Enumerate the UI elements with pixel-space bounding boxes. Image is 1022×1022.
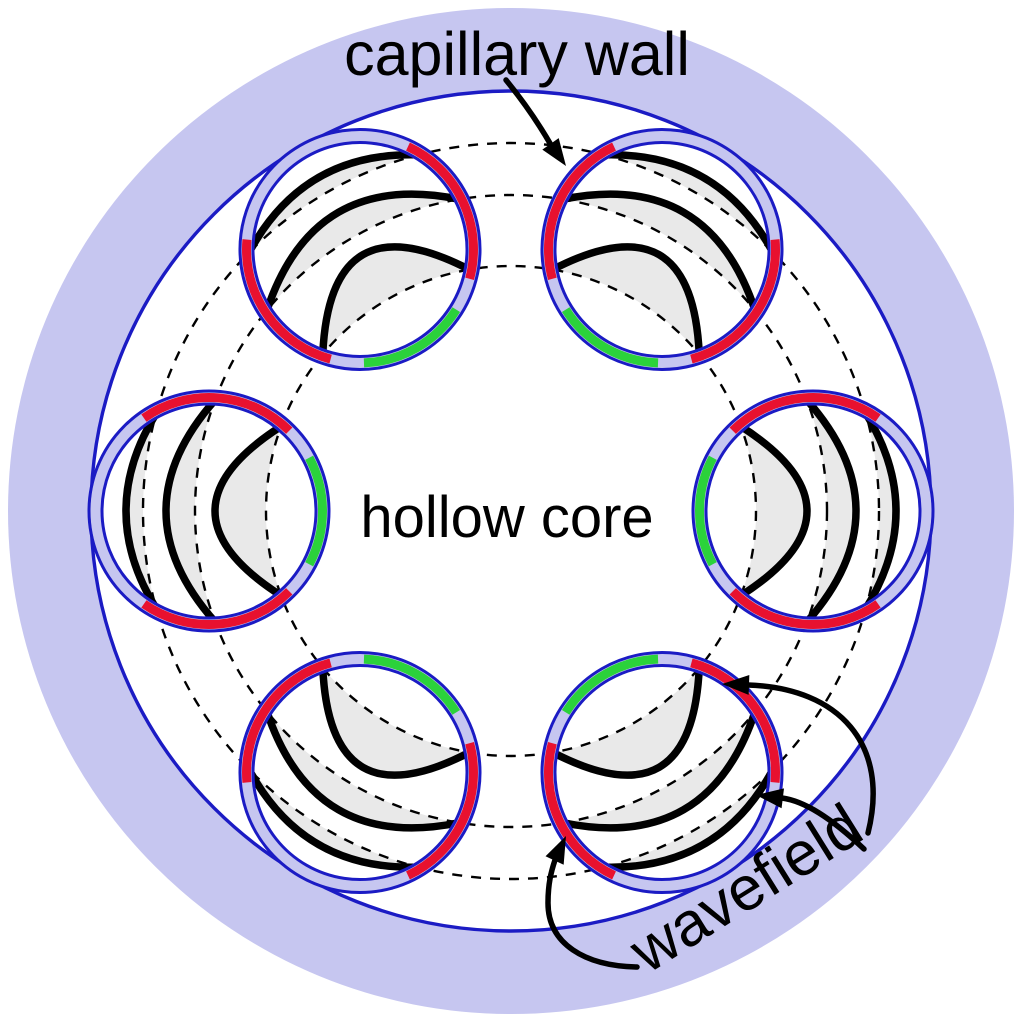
capillary-crescent-group bbox=[249, 667, 470, 868]
wavefield-crescent bbox=[249, 769, 419, 868]
capillary-outer-blue-circle bbox=[540, 127, 784, 371]
capillary-wall-red-arc bbox=[690, 658, 780, 783]
capillary-crescent-group bbox=[552, 667, 773, 868]
wavefront-arc bbox=[319, 243, 473, 358]
capillary-outer-blue-circle bbox=[691, 389, 935, 633]
dashed-circle bbox=[141, 141, 881, 881]
wavefield-crescent bbox=[552, 667, 700, 776]
capillary-outer-blue-circle bbox=[238, 651, 482, 895]
capillary-wall-arrow-shaft bbox=[503, 77, 554, 148]
dashed-circle bbox=[264, 264, 758, 758]
capillary-wall-green-arc bbox=[561, 307, 659, 368]
dashed-reference-circles bbox=[141, 141, 881, 881]
wavefield-crescent bbox=[267, 194, 459, 311]
capillary-wall-arrow-head bbox=[542, 138, 566, 166]
capillary-outer-blue-circle bbox=[540, 651, 784, 895]
wavefront-arc bbox=[549, 664, 703, 779]
capillary-wall-green-arc bbox=[305, 455, 327, 567]
wavefront-arc bbox=[263, 190, 463, 314]
wavefield-crescent bbox=[322, 246, 470, 355]
wavefront-arc bbox=[549, 243, 703, 358]
capillary-wall-red-arc bbox=[242, 239, 332, 364]
capillary bbox=[238, 127, 482, 371]
wavefront-arc bbox=[245, 151, 422, 257]
capillary-inner-blue-circle bbox=[251, 140, 469, 358]
wavefront-arc bbox=[319, 664, 473, 779]
wavefield-crescent bbox=[249, 154, 419, 253]
wavefield-arrow-lower-head bbox=[545, 836, 566, 865]
wavefield-crescent bbox=[267, 711, 459, 828]
wavefront-arc bbox=[245, 765, 422, 871]
capillary bbox=[87, 389, 331, 633]
capillary-wall-label: capillary wall bbox=[344, 20, 690, 88]
wavefront-arc bbox=[559, 190, 759, 314]
wavefield-crescent bbox=[603, 154, 773, 253]
dashed-circle bbox=[193, 193, 829, 829]
wavefield-crescent bbox=[563, 194, 755, 311]
wavefield-crescent bbox=[322, 667, 470, 776]
wavefront-arc bbox=[162, 396, 219, 626]
capillary-wall-red-arc bbox=[544, 742, 616, 880]
capillary-wall-green-arc bbox=[561, 654, 659, 715]
capillary-wall-red-arc bbox=[242, 658, 332, 783]
wavefield-arrow-middle-head bbox=[756, 788, 785, 809]
wavefield-arrow-lower-shaft bbox=[545, 857, 640, 970]
capillary-wall-red-arc bbox=[729, 393, 881, 434]
wavefront-arc bbox=[803, 396, 860, 626]
capillary-wall-red-arc bbox=[690, 239, 780, 364]
capillary-wall-red-arc bbox=[729, 588, 881, 629]
capillary-wall-red-arc bbox=[544, 142, 616, 280]
wavefield-arrow-upper-shaft bbox=[745, 682, 876, 836]
capillary-wall-red-arc bbox=[141, 588, 293, 629]
capillary-wall-green-arc bbox=[363, 307, 461, 368]
annotation-arrows bbox=[503, 77, 876, 970]
capillary-inner-blue-circle bbox=[704, 402, 922, 620]
capillary bbox=[691, 389, 935, 633]
capillary-outer-blue-circle bbox=[238, 127, 482, 371]
wavefield-crescent bbox=[563, 711, 755, 828]
capillary-wall-red-arc bbox=[141, 393, 293, 434]
wavefront-arc bbox=[122, 409, 160, 613]
wavefront-arc bbox=[263, 708, 463, 832]
capillaries bbox=[87, 127, 935, 895]
wavefront-arc bbox=[737, 422, 811, 600]
capillary bbox=[540, 127, 784, 371]
capillary-outer-blue-circle bbox=[87, 389, 331, 633]
wavefield-arrow-middle-shaft bbox=[779, 795, 867, 852]
capillary bbox=[540, 651, 784, 895]
hollow-core-label: hollow core bbox=[360, 485, 653, 550]
capillary-wall-red-arc bbox=[406, 142, 478, 280]
wavefront-arc bbox=[211, 422, 285, 600]
capillary bbox=[238, 651, 482, 895]
capillary-inner-blue-circle bbox=[100, 402, 318, 620]
capillary-crescent-group bbox=[249, 154, 470, 355]
capillary-wall-green-arc bbox=[363, 654, 461, 715]
wavefront-arc bbox=[600, 765, 777, 871]
capillary-wall-green-arc bbox=[695, 455, 717, 567]
wavefront-arc bbox=[600, 151, 777, 257]
wavefield-crescent bbox=[603, 769, 773, 868]
capillary-inner-blue-circle bbox=[553, 664, 771, 882]
capillary-inner-blue-circle bbox=[553, 140, 771, 358]
wavefront-arc bbox=[559, 708, 759, 832]
capillary-inner-blue-circle bbox=[251, 664, 469, 882]
wavefield-crescent bbox=[552, 246, 700, 355]
wavefront-arc bbox=[862, 409, 900, 613]
capillary-wall-red-arc bbox=[406, 742, 478, 880]
wavefield-arrow-upper-head bbox=[722, 674, 750, 695]
capillary-crescent-group bbox=[552, 154, 773, 355]
